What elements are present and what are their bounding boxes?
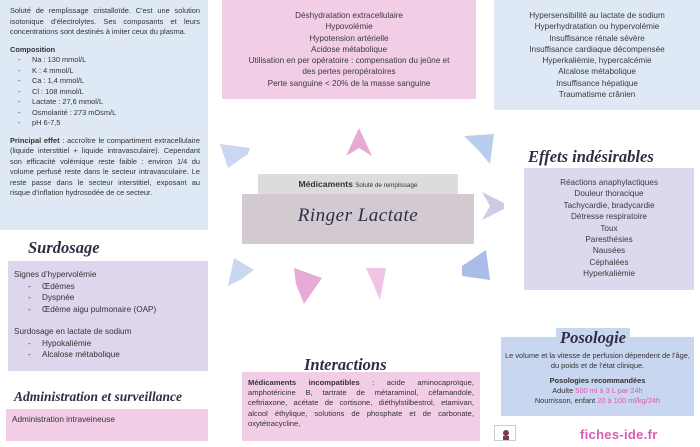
- list-item: des pertes peropératoires: [302, 67, 396, 77]
- posology-child: Nourrisson, enfant 20 à 100 ml/kg/24h: [534, 396, 661, 405]
- list-item: -K : 4 mmol/L: [18, 65, 74, 75]
- hypervolemia-list: -Œdèmes -Dyspnée -Œdème aigu pulmonaire …: [14, 281, 208, 316]
- list-item: -Na : 130 mmol/L: [18, 55, 87, 64]
- list-item: Détresse respiratoire: [571, 212, 647, 222]
- list-item: -Alcalose métabolique: [28, 350, 120, 359]
- interactions-text: : acide aminocaproïque, amphotéricine B,…: [248, 378, 474, 428]
- arrow-down-icon: [366, 268, 386, 300]
- list-item: Réactions anaphylactiques: [560, 178, 658, 187]
- list-item: Utilisation en per opératoire : compensa…: [248, 56, 450, 66]
- list-item: -Œdèmes: [28, 281, 75, 291]
- list-item: -Œdème aigu pulmonaire (OAP): [28, 304, 157, 314]
- list-item: -Ca : 1,4 mmol/L: [18, 76, 85, 85]
- list-item: -Osmolarité : 273 mOsm/L: [18, 107, 117, 117]
- list-item: Hypotension artérielle: [309, 33, 389, 43]
- interactions-panel: Médicaments incompatibles : acide aminoc…: [242, 372, 480, 441]
- list-item: Douleur thoracique: [574, 189, 644, 199]
- list-item: Hyperhydratation ou hypervolémie: [534, 22, 660, 32]
- list-item: Hyperkaliémie, hypercalcémie: [542, 56, 652, 66]
- description-panel: Soluté de remplissage cristalloïde. C’es…: [0, 0, 208, 230]
- lactate-overdose-heading: Surdosage en lactate de sodium: [14, 327, 132, 336]
- administration-label: Administration: [12, 415, 64, 424]
- list-item: -pH 6-7,5: [18, 118, 61, 127]
- list-item: Paresthésies: [585, 235, 633, 245]
- drug-name-panel: Ringer Lactate: [242, 194, 474, 244]
- posology-recommended-heading: Posologies recommandées: [549, 376, 646, 385]
- list-item: -Lactate : 27,6 mmol/L: [18, 97, 104, 106]
- administration-panel: Administration intraveineuse: [6, 409, 208, 441]
- overdose-title: Surdosage: [28, 238, 100, 257]
- list-item: Perte sanguine < 20% de la masse sanguin…: [267, 78, 431, 88]
- drug-category: Médicaments: [298, 179, 353, 189]
- drug-name: Ringer Lactate: [297, 205, 419, 226]
- interactions-title: Interactions: [304, 355, 387, 374]
- brand-link[interactable]: fiches-ide.fr: [580, 427, 658, 442]
- contraindications-panel: Hypersensibilité au lactate de sodium Hy…: [494, 0, 700, 110]
- list-item: Hypersensibilité au lactate de sodium: [529, 11, 665, 20]
- description-intro: Soluté de remplissage cristalloïde. C’es…: [10, 6, 200, 36]
- list-item: Nausées: [592, 246, 626, 256]
- arrows-decoration: [220, 128, 504, 304]
- logo-icon: [494, 425, 516, 441]
- interactions-label: Médicaments incompatibles: [248, 378, 360, 387]
- composition-list: -Na : 130 mmol/L -K : 4 mmol/L -Ca : 1,4…: [10, 55, 200, 129]
- composition-heading: Composition: [10, 44, 56, 54]
- list-item: Déshydratation extracellulaire: [295, 11, 403, 20]
- list-item: Insuffisance rénale sévère: [549, 33, 645, 43]
- arrow-down-icon: [294, 268, 322, 304]
- list-item: Acidose métabolique: [310, 44, 387, 54]
- arrow-right-icon: [482, 192, 504, 220]
- main-effect-text: : accroître le compartiment extracellula…: [10, 135, 200, 198]
- drug-subcategory: Soluté de remplissage: [355, 182, 418, 189]
- administration-title: Administration et surveillance: [14, 389, 183, 404]
- drug-category-bar: Médicaments Soluté de remplissage: [258, 174, 458, 194]
- posology-panel: Le volume et la vitesse de perfusion dép…: [501, 337, 694, 416]
- list-item: Toux: [600, 223, 618, 233]
- list-item: Insuffisance cardiaque décompensée: [529, 44, 665, 54]
- list-item: Traumatisme crânien: [558, 90, 636, 100]
- list-item: Céphalées: [589, 257, 629, 267]
- administration-value: intraveineuse: [63, 415, 115, 424]
- list-item: -Hypokaliémie: [28, 338, 92, 348]
- arrow-up-right-icon: [464, 134, 494, 164]
- list-item: Insuffisance hépatique: [556, 78, 638, 88]
- overdose-panel: Signes d’hypervolémie -Œdèmes -Dyspnée -…: [8, 261, 208, 371]
- posology-title: Posologie: [556, 328, 630, 348]
- adverse-effects-panel: Réactions anaphylactiques Douleur thorac…: [524, 168, 694, 290]
- list-item: Hyperkaliémie: [583, 269, 635, 279]
- list-item: Hypovolémie: [325, 22, 373, 32]
- list-item: -Dyspnée: [28, 293, 75, 302]
- arrow-down-left-icon: [228, 258, 254, 286]
- posology-adult: Adulte 500 ml à 3 L par 24h: [552, 386, 643, 395]
- main-effect: Principal effet : accroître le compartim…: [10, 136, 200, 199]
- hypervolemia-heading: Signes d’hypervolémie: [14, 270, 97, 279]
- list-item: Tachycardie, bradycardie: [563, 200, 655, 210]
- arrow-up-icon: [346, 128, 372, 156]
- main-effect-label: Principal effet: [10, 135, 60, 145]
- arrow-down-right-icon: [462, 250, 490, 280]
- lactate-overdose-list: -Hypokaliémie -Alcalose métabolique: [14, 338, 208, 361]
- list-item: -Cl : 108 mmol/L: [18, 86, 84, 96]
- list-item: Alcalose métabolique: [558, 67, 636, 77]
- adverse-effects-title: Effets indésirables: [528, 147, 654, 166]
- indications-panel: Déshydratation extracellulaire Hypovolém…: [222, 0, 476, 99]
- posology-intro: Le volume et la vitesse de perfusion dép…: [505, 351, 690, 370]
- arrow-up-left-icon: [220, 144, 250, 168]
